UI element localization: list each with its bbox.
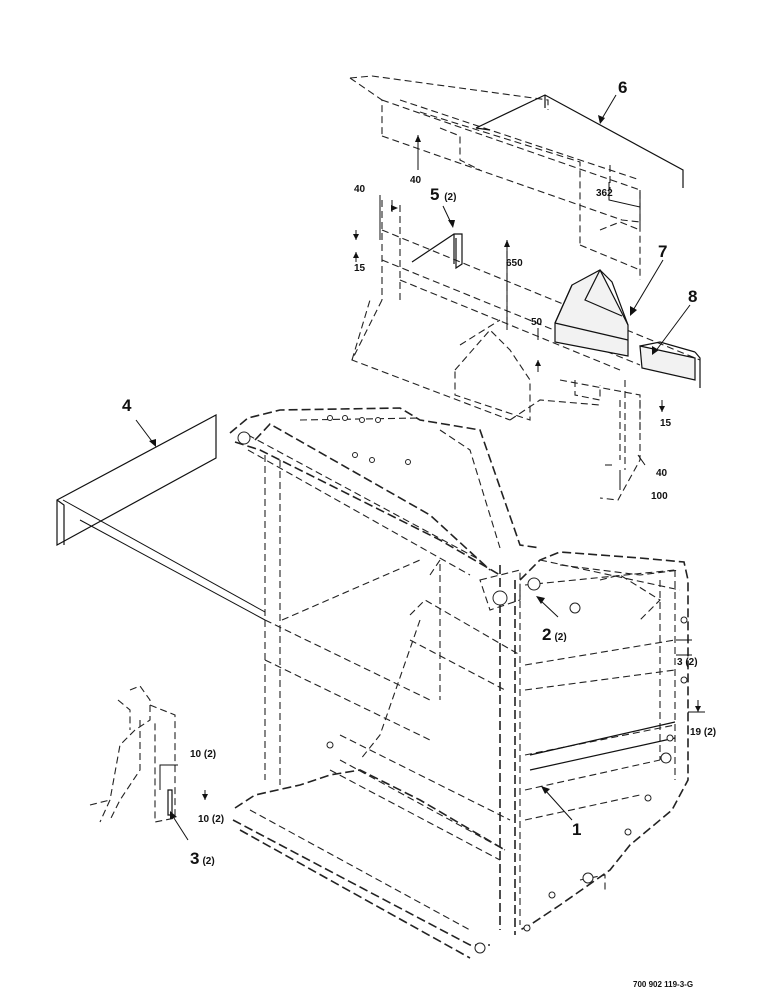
dim-15-left: 15 bbox=[354, 263, 366, 274]
dim-40-left: 40 bbox=[354, 184, 366, 195]
dim-100: 100 bbox=[651, 491, 668, 502]
callout-6: 6 bbox=[618, 78, 627, 97]
callout-7: 7 bbox=[658, 242, 667, 261]
dimension-lines bbox=[159, 135, 705, 800]
dim-10-2-upper: 10 (2) bbox=[190, 749, 216, 760]
dim-19-2: 19 (2) bbox=[690, 727, 716, 738]
part-7-wedge-block bbox=[554, 269, 629, 357]
callout-2: 2(2) bbox=[542, 625, 567, 644]
dim-10-2-lower: 10 (2) bbox=[198, 814, 224, 825]
dim-362: 362 bbox=[596, 188, 613, 199]
dim-15-right: 15 bbox=[660, 418, 672, 429]
part-4-panel bbox=[56, 413, 217, 547]
part-8-right-bracket bbox=[639, 341, 701, 388]
mounting-holes bbox=[237, 415, 688, 954]
upper-panel-assembly bbox=[349, 75, 701, 501]
callout-labels: 6 5 (2) 7 8 4 2(2) 1 3(2) bbox=[122, 78, 697, 868]
dim-50: 50 bbox=[531, 317, 543, 328]
dim-40-top: 40 bbox=[410, 175, 422, 186]
callout-8: 8 bbox=[688, 287, 697, 306]
dim-40-right: 40 bbox=[656, 468, 668, 479]
callout-3: 3(2) bbox=[190, 849, 215, 868]
part-5-plate bbox=[411, 233, 463, 270]
dim-650: 650 bbox=[506, 258, 523, 269]
part-3-linkage-assembly bbox=[89, 685, 176, 823]
drawing-number: 700 902 119-3-G bbox=[633, 980, 693, 989]
callout-5: 5 (2) bbox=[430, 185, 456, 204]
main-frame bbox=[229, 407, 689, 959]
dimension-labels: 40 362 40 15 650 50 15 40 100 3 (2) 19 (… bbox=[190, 175, 716, 825]
leader-lines bbox=[62, 94, 691, 841]
callout-1: 1 bbox=[572, 820, 581, 839]
part-6-top-cover bbox=[475, 94, 684, 188]
dim-3-2: 3 (2) bbox=[677, 657, 698, 668]
callout-4: 4 bbox=[122, 396, 132, 415]
